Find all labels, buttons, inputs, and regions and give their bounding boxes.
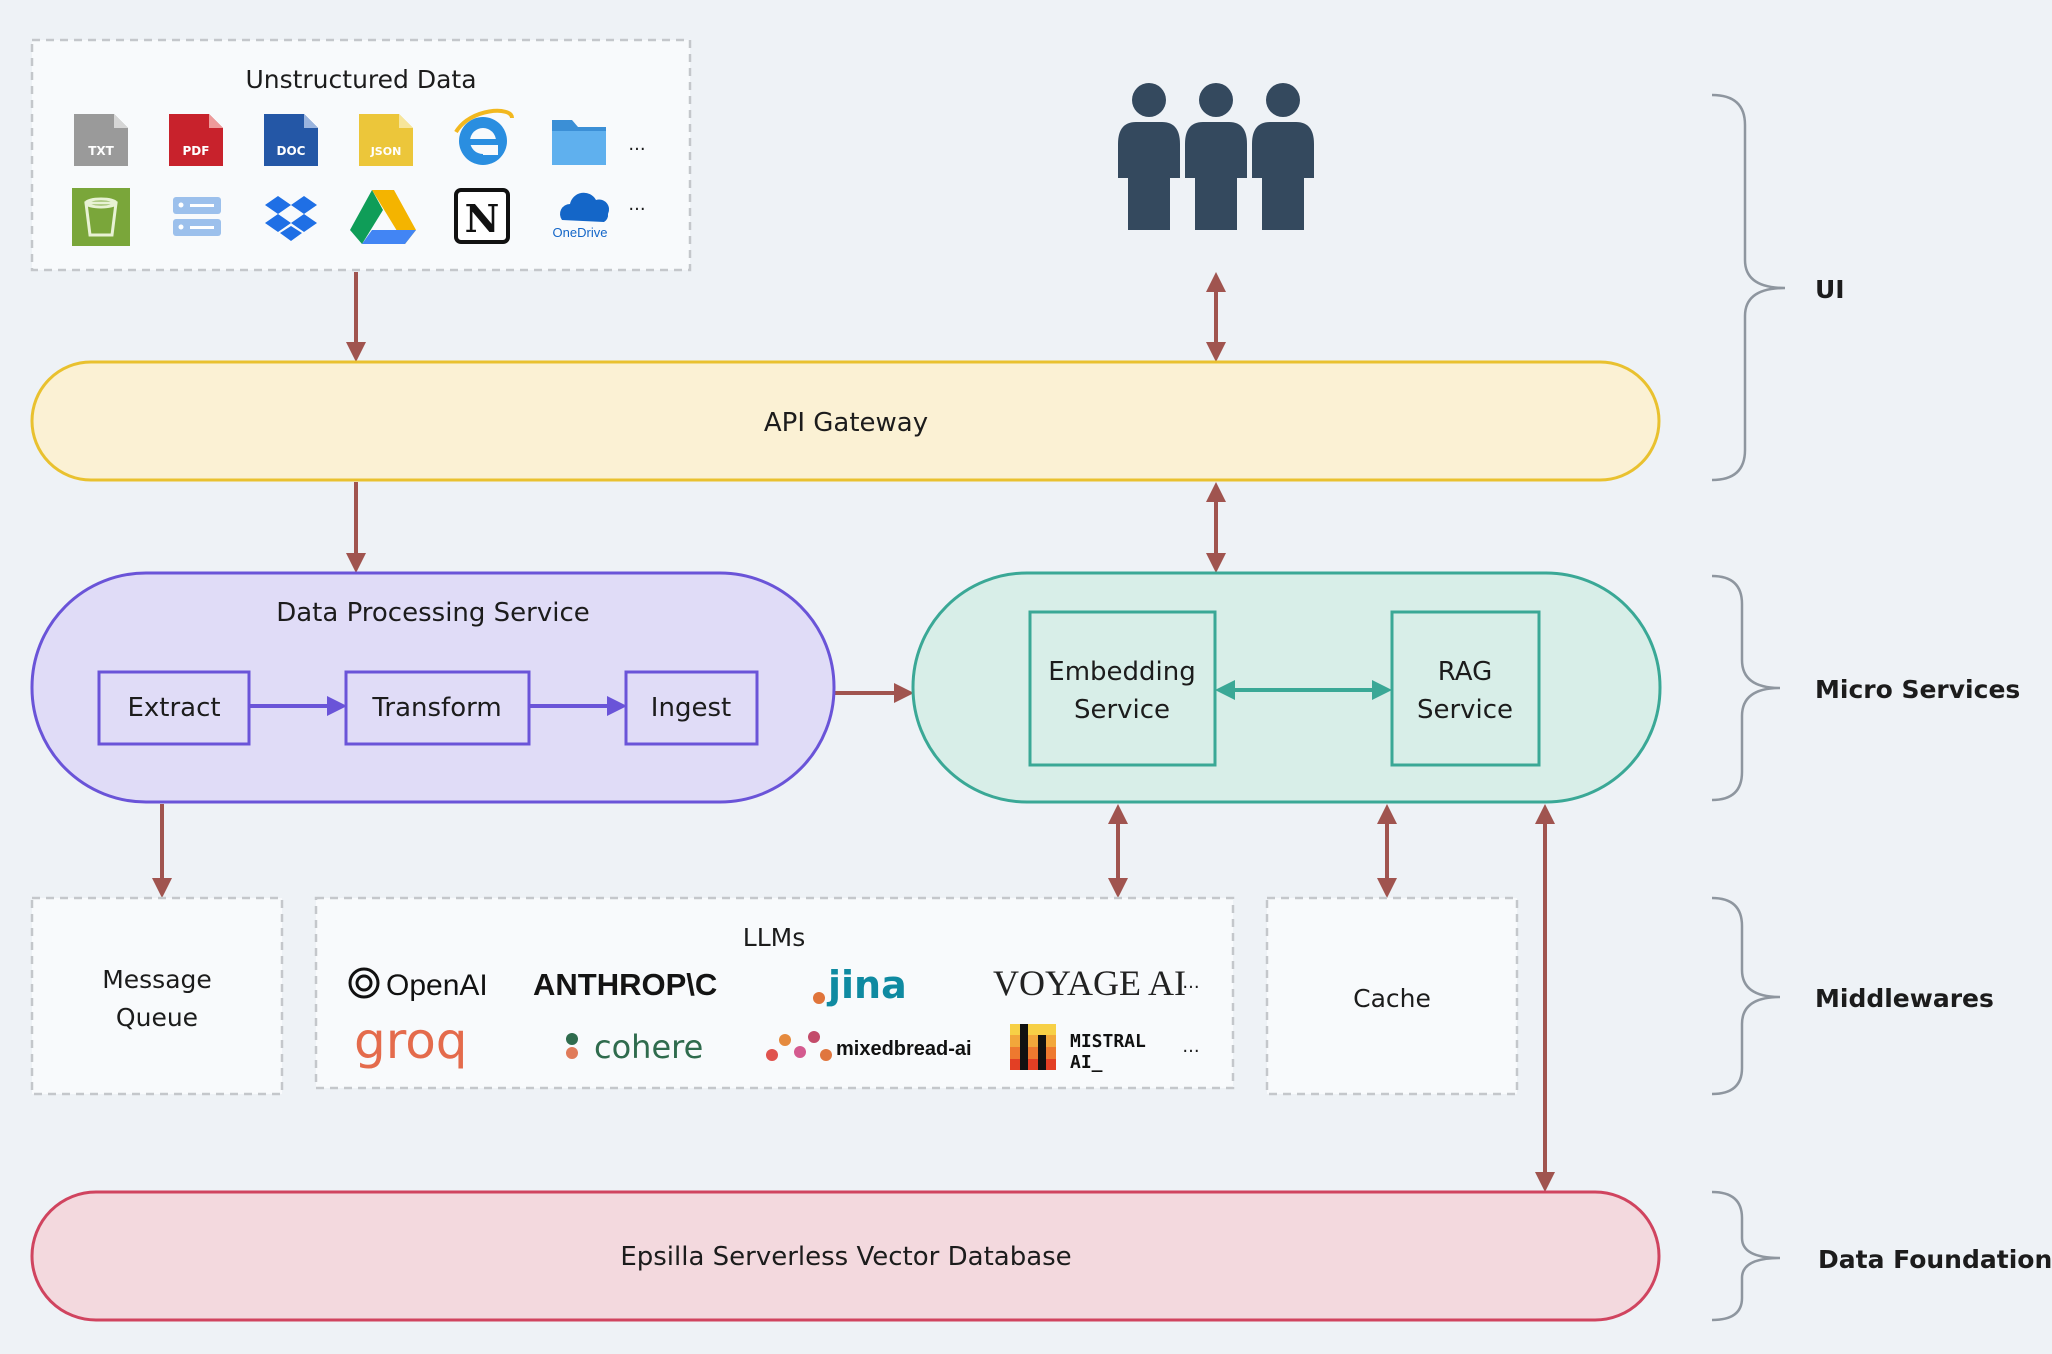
database-label: Epsilla Serverless Vector Database	[620, 1242, 1071, 1272]
microservices-brace	[1711, 574, 1781, 802]
svg-text:AI_: AI_	[1070, 1052, 1103, 1073]
users-group-icon	[1118, 83, 1314, 230]
mistral-logo: MISTRAL AI_	[1010, 1024, 1146, 1073]
ui-brace	[1711, 93, 1786, 482]
svg-text:JSON: JSON	[370, 145, 402, 158]
svg-text:N: N	[465, 196, 500, 241]
embedding-service: Embedding Service	[1028, 610, 1217, 767]
voyage-ai-logo: VOYAGE AI	[993, 963, 1186, 1003]
cohere-logo: cohere	[566, 1028, 703, 1066]
unstructured-data-title: Unstructured Data	[245, 65, 476, 94]
tier-label-data-foundation: Data Foundation	[1818, 1245, 2052, 1274]
groq-logo: groq	[354, 1012, 468, 1070]
json-file-icon: JSON	[359, 114, 413, 166]
more-sources-ellipsis: ...	[628, 134, 645, 155]
data-processing-title: Data Processing Service	[276, 598, 590, 628]
tier-label-micro-services: Micro Services	[1815, 675, 2020, 704]
message-queue-box: Message Queue	[30, 896, 284, 1096]
svg-text:TXT: TXT	[88, 144, 114, 158]
folder-icon	[552, 120, 606, 165]
doc-file-icon: DOC	[264, 114, 318, 166]
svg-text:OneDrive: OneDrive	[553, 225, 608, 240]
more-sources-ellipsis: ...	[628, 194, 645, 215]
svg-text:mixedbread-ai: mixedbread-ai	[836, 1038, 972, 1060]
svg-text:Queue: Queue	[116, 1003, 198, 1032]
svg-text:Ingest: Ingest	[651, 693, 731, 723]
svg-text:OpenAI: OpenAI	[386, 969, 488, 1002]
svg-text:DOC: DOC	[277, 144, 306, 158]
svg-text:RAG: RAG	[1438, 657, 1493, 687]
cache-box: Cache	[1265, 896, 1519, 1096]
unstructured-data-box: Unstructured Data TXT PDF DOC JSON	[30, 38, 692, 272]
mixedbread-logo: mixedbread-ai	[766, 1031, 972, 1061]
internet-explorer-icon	[454, 108, 514, 165]
rag-service: RAG Service	[1390, 610, 1541, 767]
middlewares-brace	[1711, 896, 1781, 1096]
onedrive-icon: OneDrive	[553, 192, 610, 240]
google-drive-icon	[350, 190, 416, 244]
more-llms-ellipsis: ...	[1182, 1036, 1199, 1057]
api-gateway-label: API Gateway	[764, 408, 928, 438]
svg-text:Transform: Transform	[371, 693, 501, 723]
svg-text:Service: Service	[1074, 695, 1170, 725]
tier-label-ui: UI	[1815, 275, 1845, 304]
data-foundation-brace	[1711, 1190, 1781, 1322]
anthropic-logo: ANTHROP\C	[533, 967, 717, 1002]
extract-step: Extract	[97, 670, 251, 746]
pdf-file-icon: PDF	[169, 114, 223, 166]
connection-arrows	[152, 272, 1555, 1192]
s3-bucket-icon	[72, 188, 130, 246]
notion-icon: N	[454, 188, 510, 244]
transform-step: Transform	[344, 670, 531, 746]
txt-file-icon: TXT	[74, 114, 128, 166]
svg-text:Embedding: Embedding	[1048, 657, 1195, 687]
llms-title: LLMs	[743, 923, 805, 952]
dropbox-icon	[265, 196, 317, 241]
ingest-step: Ingest	[624, 670, 759, 746]
svg-text:jina: jina	[826, 963, 907, 1007]
jina-logo: jina	[813, 963, 907, 1007]
api-gateway: API Gateway	[30, 360, 1661, 482]
svg-text:cohere: cohere	[594, 1028, 703, 1066]
storage-server-icon	[173, 197, 221, 236]
svg-text:Cache: Cache	[1353, 984, 1431, 1013]
tier-label-middlewares: Middlewares	[1815, 984, 1994, 1013]
tier-braces	[1711, 93, 1786, 1322]
vector-database: Epsilla Serverless Vector Database	[30, 1190, 1661, 1322]
more-llms-ellipsis: ...	[1182, 972, 1199, 993]
svg-text:Message: Message	[102, 965, 212, 994]
openai-logo: OpenAI	[348, 967, 488, 1002]
svg-text:Service: Service	[1417, 695, 1513, 725]
svg-text:Extract: Extract	[127, 693, 220, 723]
svg-text:MISTRAL: MISTRAL	[1070, 1031, 1146, 1052]
llms-box: LLMs OpenAI ANTHROP\C jina VOYAGE AI ...…	[314, 896, 1235, 1090]
microservices-group: Embedding Service RAG Service	[911, 571, 1662, 804]
data-processing-service: Data Processing Service Extract Transfor…	[30, 571, 836, 804]
svg-text:PDF: PDF	[183, 144, 210, 158]
